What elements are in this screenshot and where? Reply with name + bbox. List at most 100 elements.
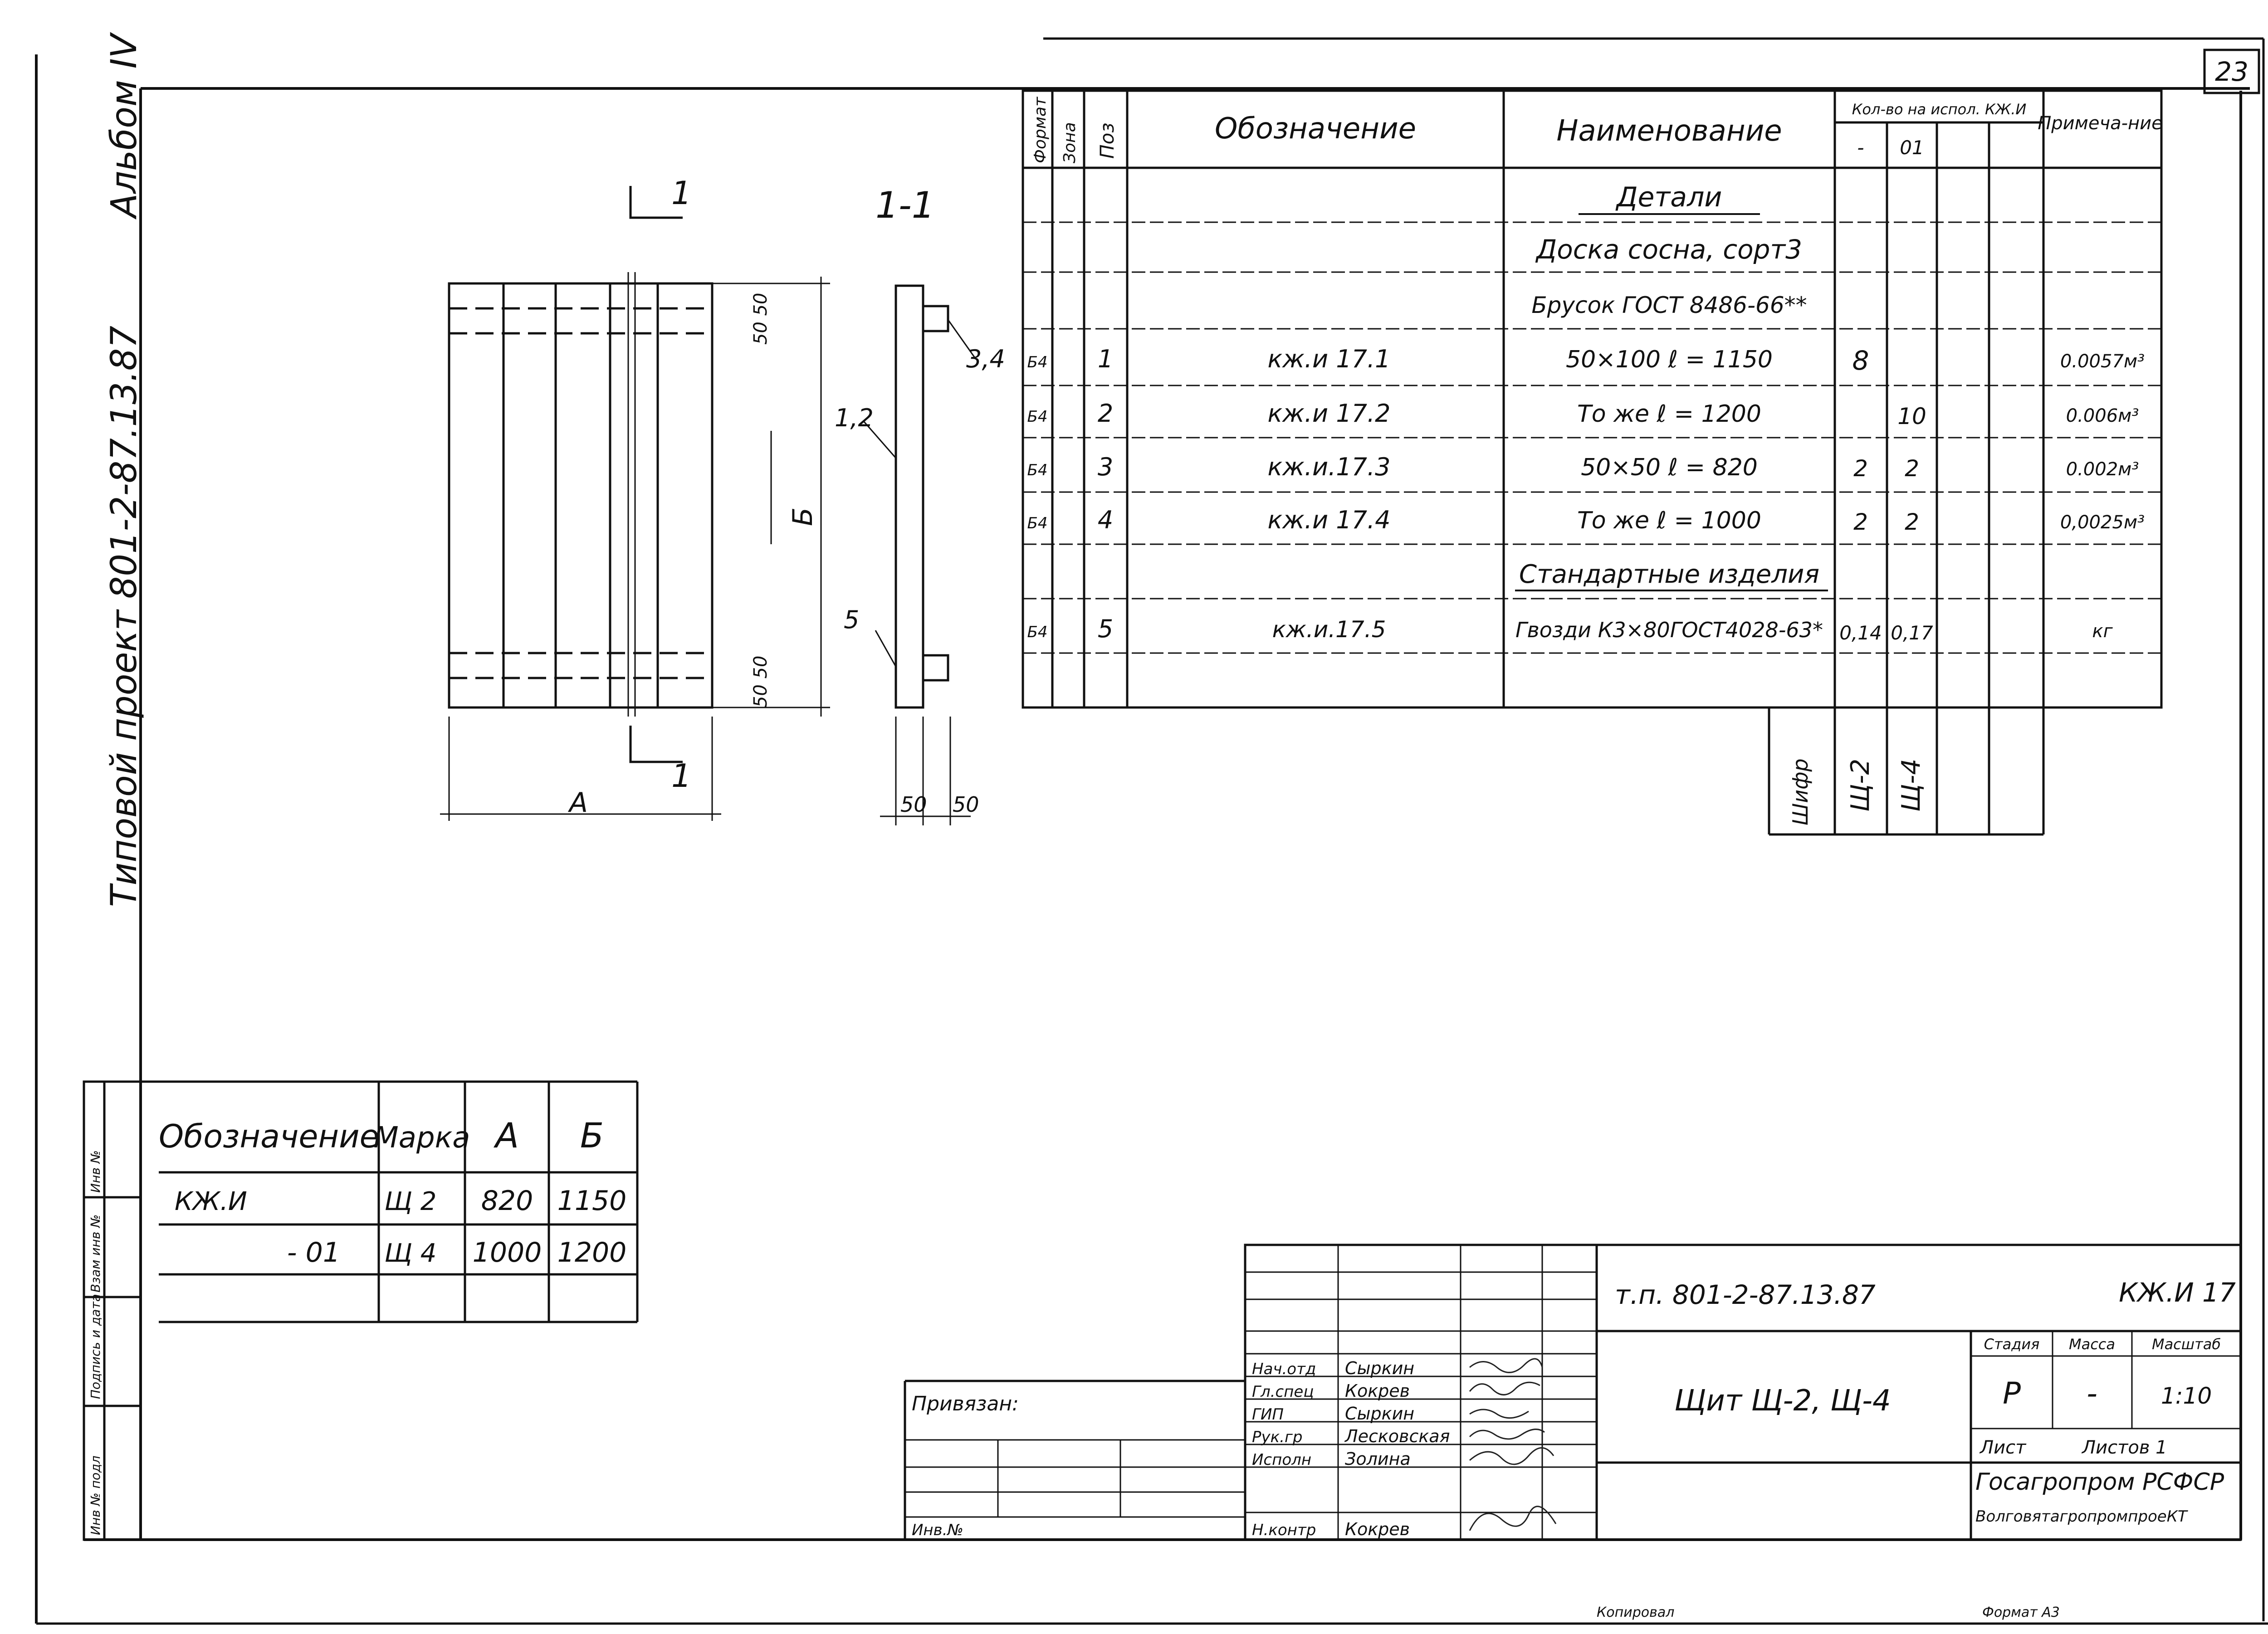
section-label: 1-1 [875, 184, 935, 226]
callout-3-4: 3,4 [966, 345, 1005, 373]
spec-row-pos: 3 [1098, 453, 1113, 481]
spec-row-note: 0.0057м³ [2060, 351, 2145, 372]
left-strip-label-1: Инв № подл [88, 1456, 103, 1535]
spec-row-name: То же ℓ = 1200 [1577, 400, 1761, 428]
variants-header-a: А [493, 1115, 519, 1156]
callout-1-2: 1,2 [835, 404, 874, 432]
spec-row-pos: 5 [1098, 615, 1113, 643]
spec-row-designation: кж.и 17.1 [1268, 345, 1391, 373]
variant-b: 1150 [557, 1185, 627, 1217]
title-doc-code: КЖ.И 17 [2119, 1277, 2236, 1308]
sheet-border [35, 37, 2268, 1625]
spec-row-format: Б4 [1027, 353, 1048, 371]
dimension-a-label: А [567, 787, 588, 819]
variants-row-2: - 01 Щ 4 1000 1200 [287, 1237, 626, 1268]
signatures [1469, 1358, 1557, 1531]
spec-row-note: 0.002м³ [2066, 459, 2139, 480]
spec-row-8: Стандартные изделия [1515, 560, 1828, 591]
spec-row-name: 50×100 ℓ = 1150 [1566, 346, 1773, 373]
callout-5: 5 [844, 605, 859, 634]
shield-plan-view [440, 186, 830, 821]
spec-row-pos: 4 [1098, 506, 1113, 534]
left-strip-label-2: Подпись и дата [88, 1294, 103, 1399]
staff-role: Гл.спец [1252, 1383, 1314, 1401]
spec-row-qty-b: 2 [1905, 455, 1919, 482]
variants-header-b: Б [580, 1115, 604, 1156]
spec-row-4: Б4 1 кж.и 17.1 50×100 ℓ = 1150 8 0.0057м… [1027, 345, 2145, 376]
title-sheet-header: Лист [1979, 1437, 2027, 1458]
spec-footer-b: Щ-4 [1897, 759, 1926, 812]
spec-row-name: Детали [1615, 181, 1722, 213]
title-scale: 1:10 [2161, 1383, 2212, 1409]
section-dim-2: 50 [953, 792, 979, 817]
title-sheets-header: Листов 1 [2081, 1437, 2167, 1458]
spec-row-lines [1023, 221, 2161, 654]
dimension-b-label: Б [787, 507, 819, 526]
section-view [863, 284, 976, 825]
spec-row-format: Б4 [1027, 461, 1048, 479]
format-label: Формат А3 [1982, 1605, 2060, 1620]
staff-list: Нач.отд Сыркин Гл.спец Кокрев ГИП Сыркин… [1252, 1358, 1450, 1539]
staff-name: Сыркин [1345, 1358, 1414, 1378]
title-block [1244, 1244, 2242, 1541]
variant-designation: КЖ.И [175, 1187, 247, 1216]
staff-role: Н.контр [1252, 1521, 1316, 1539]
variants-header-designation: Обозначение [159, 1118, 379, 1155]
spec-row-format: Б4 [1027, 623, 1048, 641]
spec-row-qty-b: 2 [1905, 509, 1919, 535]
cut-marker-bottom: 1 [671, 757, 692, 795]
spec-row-9: Б4 5 кж.и.17.5 Гвозди К3×80ГОСТ4028-63* … [1027, 615, 2113, 644]
spec-header-qty-a: - [1857, 137, 1864, 159]
side-album-label: Альбом IV [104, 32, 145, 220]
title-org-2: ВолговятагропромпроеКТ [1975, 1507, 2188, 1526]
spec-row-note: 0.006м³ [2066, 405, 2139, 426]
staff-role: Исполн [1252, 1451, 1311, 1469]
spec-header-zone: Зона [1061, 122, 1079, 163]
staff-role: Нач.отд [1252, 1360, 1316, 1378]
dimension-bottom-label: 50 50 [750, 655, 771, 707]
spec-row-qty-a: 2 [1853, 455, 1868, 482]
cut-marker-top: 1 [671, 175, 692, 212]
spec-table [1022, 89, 2163, 836]
spec-row-qty-b: 10 [1897, 403, 1926, 429]
binding-inv: Инв.№ [912, 1521, 963, 1539]
binding-block [904, 1380, 1245, 1540]
spec-header-name: Наименование [1556, 114, 1782, 148]
variant-mark: Щ 2 [385, 1187, 437, 1216]
spec-footer-a: Щ-2 [1846, 759, 1875, 812]
dimension-top-label: 50 50 [750, 293, 771, 345]
spec-row-name: Доска сосна, сорт3 [1535, 234, 1802, 265]
spec-row-designation: кж.и.17.5 [1272, 616, 1386, 643]
spec-row-name: То же ℓ = 1000 [1577, 507, 1761, 534]
spec-header-format: Формат [1031, 97, 1050, 163]
variant-a: 1000 [473, 1237, 542, 1268]
staff-role: Рук.гр [1252, 1428, 1302, 1446]
left-strip [83, 1080, 142, 1541]
spec-row-1: Детали [1579, 181, 1760, 215]
left-strip-label-3: Взам инв № [88, 1215, 103, 1293]
spec-row-pos: 2 [1098, 399, 1113, 428]
title-stage: Р [2003, 1376, 2021, 1411]
spec-row-format: Б4 [1027, 514, 1048, 532]
staff-name: Лесковская [1344, 1426, 1450, 1446]
side-project-label: Типовой проект 801-2-87.13.87 [104, 326, 145, 907]
spec-row-designation: кж.и 17.4 [1268, 506, 1391, 534]
staff-name: Золина [1345, 1449, 1411, 1469]
spec-row-2: Доска сосна, сорт3 [1535, 234, 1802, 265]
title-scale-header: Масштаб [2152, 1336, 2221, 1353]
spec-row-5: Б4 2 кж.и 17.2 То же ℓ = 1200 10 0.006м³ [1027, 399, 2139, 429]
variant-b: 1200 [557, 1237, 627, 1268]
spec-row-name: 50×50 ℓ = 820 [1581, 454, 1758, 481]
spec-row-format: Б4 [1027, 408, 1048, 426]
spec-row-7: Б4 4 кж.и 17.4 То же ℓ = 1000 2 2 0,0025… [1027, 506, 2145, 535]
spec-row-note: 0,0025м³ [2060, 512, 2145, 533]
staff-name: Кокрев [1345, 1519, 1410, 1539]
staff-name: Сыркин [1345, 1404, 1414, 1424]
spec-row-qty-a: 8 [1853, 345, 1869, 376]
left-strip-label-4: Инв № [88, 1150, 103, 1193]
spec-row-qty-a: 2 [1853, 509, 1868, 535]
spec-row-qty-a: 0,14 [1839, 622, 1882, 644]
spec-row-6: Б4 3 кж.и.17.3 50×50 ℓ = 820 2 2 0.002м³ [1027, 453, 2139, 482]
spec-row-name: Стандартные изделия [1519, 560, 1819, 589]
